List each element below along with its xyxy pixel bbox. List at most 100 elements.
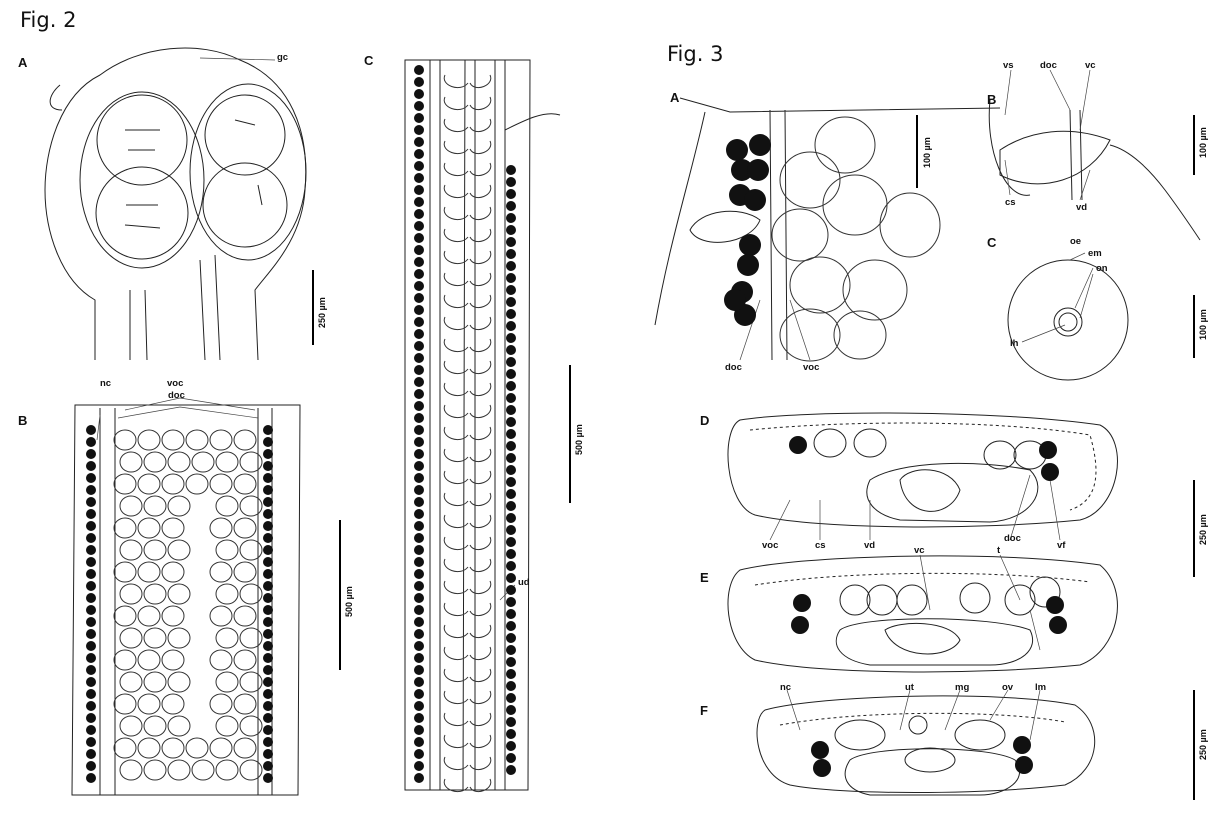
vitelline-follicle	[506, 213, 516, 223]
testis	[113, 429, 137, 451]
uterine-branch	[443, 492, 492, 506]
vitelline-follicle	[506, 429, 516, 439]
vitelline-follicle	[86, 641, 96, 651]
vitelline-follicle	[414, 509, 424, 519]
vitelline-follicle	[506, 645, 516, 655]
scale-text-fig3b: 100 µm	[1198, 127, 1208, 158]
testis	[842, 259, 908, 321]
uterine-branch	[443, 316, 492, 330]
fig2-panel-a-label: A	[18, 55, 28, 70]
vitelline-follicle	[86, 461, 96, 471]
testis	[191, 759, 215, 781]
vitelline-follicle	[506, 297, 516, 307]
fig3-panel-a-label: A	[670, 90, 680, 105]
testis	[209, 561, 233, 583]
vitelline-follicle	[506, 357, 516, 367]
vitelline-follicle	[263, 737, 273, 747]
fig3a-drawing	[654, 97, 1001, 362]
vitelline-follicle	[506, 681, 516, 691]
testis	[822, 174, 888, 236]
testis	[239, 539, 263, 561]
uterine-branch	[443, 536, 492, 550]
vitelline-follicle	[1046, 596, 1064, 614]
vitelline-follicle	[414, 773, 424, 783]
testis	[209, 737, 233, 759]
vitelline-follicle	[506, 561, 516, 571]
vitelline-follicle	[793, 594, 811, 612]
uterine-branch	[443, 712, 492, 726]
fig3b-drawing	[988, 99, 1201, 241]
uterine-branch	[443, 96, 492, 110]
testis	[215, 451, 239, 473]
fig2-panel-c-label: C	[364, 53, 374, 68]
testis	[983, 440, 1017, 470]
uterine-branch	[443, 690, 492, 704]
vitelline-follicle	[263, 773, 273, 783]
vitelline-follicle	[739, 234, 761, 256]
vitelline-follicle	[263, 581, 273, 591]
vitelline-follicle	[506, 453, 516, 463]
testis	[167, 583, 191, 605]
vitelline-follicle	[414, 533, 424, 543]
vitelline-follicle	[506, 609, 516, 619]
testis	[113, 693, 137, 715]
vitelline-follicle	[506, 633, 516, 643]
vitelline-follicle	[506, 177, 516, 187]
ovary-lobe	[954, 719, 1006, 751]
vitelline-follicle	[414, 569, 424, 579]
fig2a-scolex-drawing	[44, 47, 307, 361]
vitelline-follicle	[414, 677, 424, 687]
vitelline-follicle	[1049, 616, 1067, 634]
testis	[771, 208, 829, 262]
vitelline-follicle	[86, 437, 96, 447]
vitelline-follicle	[749, 134, 771, 156]
vitelline-follicle	[506, 621, 516, 631]
vitelline-follicle	[414, 725, 424, 735]
vitelline-follicle	[86, 509, 96, 519]
vitelline-follicle	[414, 269, 424, 279]
label-3e-vc: vc	[914, 545, 925, 556]
testis	[215, 671, 239, 693]
vitelline-follicle	[86, 773, 96, 783]
vitelline-follicle	[414, 665, 424, 675]
vitelline-follicle	[414, 629, 424, 639]
testis	[239, 715, 263, 737]
vitelline-follicle	[506, 273, 516, 283]
vitelline-follicle	[86, 521, 96, 531]
testis	[814, 116, 876, 174]
vitelline-follicle	[726, 139, 748, 161]
label-doc: doc	[168, 390, 185, 401]
vitelline-follicle	[414, 293, 424, 303]
testis	[233, 649, 257, 671]
testis	[143, 627, 167, 649]
testis	[119, 495, 143, 517]
vitelline-follicle	[414, 353, 424, 363]
vitelline-follicle	[731, 159, 753, 181]
vitelline-follicle	[506, 261, 516, 271]
vitelline-follicle	[263, 425, 273, 435]
vitelline-follicle	[414, 365, 424, 375]
testis	[137, 605, 161, 627]
testis	[779, 308, 841, 362]
testis	[143, 671, 167, 693]
testis	[233, 693, 257, 715]
vitelline-follicle	[414, 461, 424, 471]
vitelline-follicle	[86, 533, 96, 543]
vitelline-follicle	[263, 569, 273, 579]
vitelline-follicle	[86, 485, 96, 495]
fig3-title: Fig. 3	[667, 42, 724, 66]
testis	[215, 715, 239, 737]
vitelline-follicle	[263, 461, 273, 471]
testis	[113, 649, 137, 671]
fig3-panel-f-label: F	[700, 703, 708, 718]
uterine-branch	[443, 580, 492, 594]
vitelline-follicle	[414, 317, 424, 327]
vitelline-follicle	[414, 377, 424, 387]
testis	[119, 583, 143, 605]
testis	[233, 737, 257, 759]
scale-text-fig3f: 250 µm	[1198, 729, 1208, 760]
testis	[789, 256, 851, 314]
testis	[161, 605, 185, 627]
label-3c-lh: lh	[1010, 338, 1019, 349]
label-3c-on: on	[1096, 263, 1108, 274]
